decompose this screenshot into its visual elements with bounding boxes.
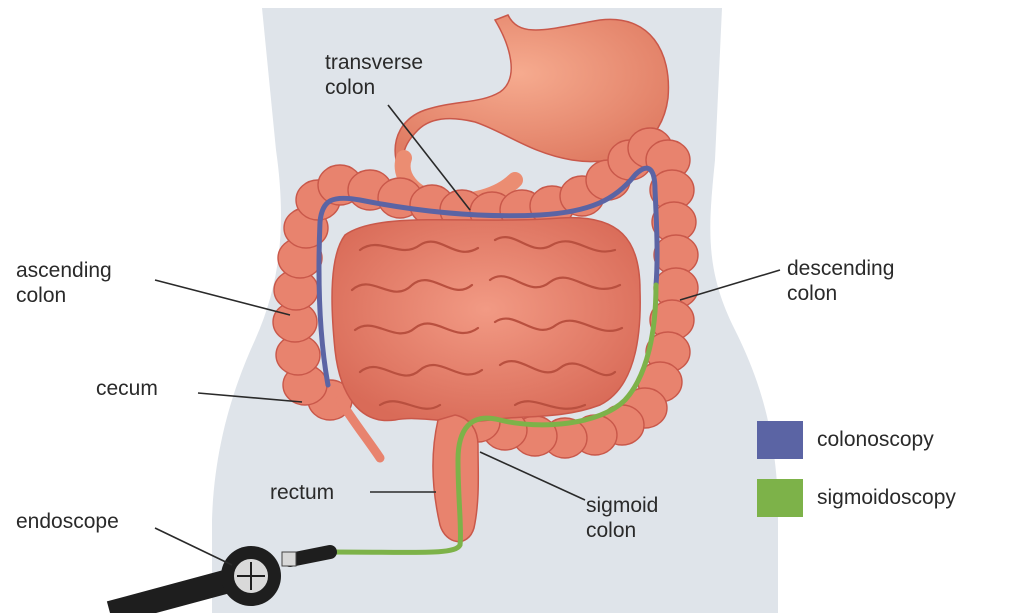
label-rectum: rectum	[270, 480, 334, 505]
label-transverse-colon: transverse colon	[325, 50, 423, 100]
label-endoscope: endoscope	[16, 509, 119, 534]
legend-swatch-colonoscopy	[757, 421, 803, 459]
small-intestine	[332, 218, 640, 422]
legend-item-sigmoidoscopy: sigmoidoscopy	[757, 479, 956, 517]
label-sigmoid-colon: sigmoid colon	[586, 493, 658, 543]
legend-swatch-sigmoidoscopy	[757, 479, 803, 517]
label-ascending-colon: ascending colon	[16, 258, 112, 308]
label-descending-colon: descending colon	[787, 256, 894, 306]
label-cecum: cecum	[96, 376, 158, 401]
legend-item-colonoscopy: colonoscopy	[757, 421, 934, 459]
legend-label-sigmoidoscopy: sigmoidoscopy	[817, 486, 956, 510]
legend-label-colonoscopy: colonoscopy	[817, 428, 934, 452]
rectum-shape	[433, 415, 478, 542]
